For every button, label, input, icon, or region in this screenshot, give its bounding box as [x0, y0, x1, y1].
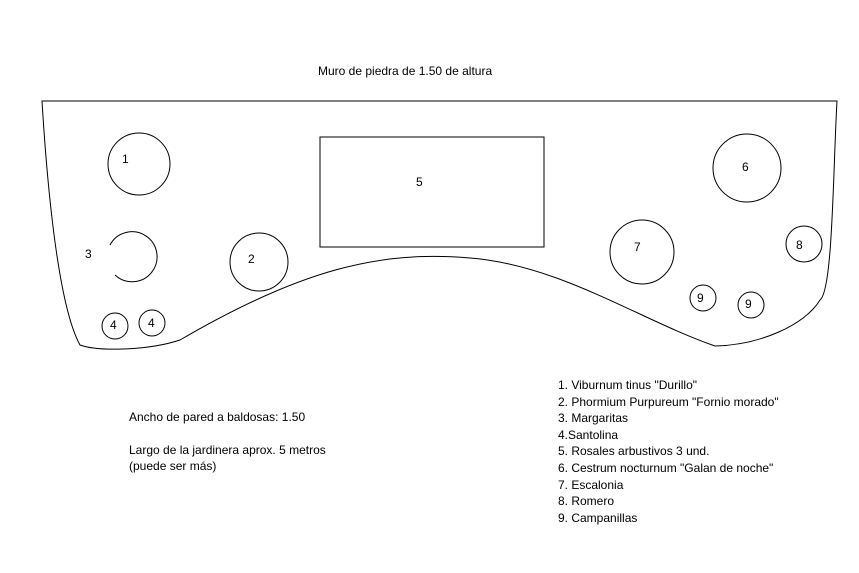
plant-label-6: 6	[742, 160, 749, 174]
legend-item: 6. Cestrum nocturnum "Galan de noche"	[558, 460, 774, 475]
plant-label-9a: 9	[697, 291, 704, 305]
legend-item: 9. Campanillas	[558, 510, 638, 525]
plant-label-5: 5	[416, 175, 423, 189]
length-note: Largo de la jardinera aprox. 5 metros	[129, 443, 326, 457]
plant-1-circle	[107, 132, 171, 196]
plant-4b-circle	[138, 309, 166, 337]
plant-6-circle	[712, 133, 782, 203]
planter-outline	[41, 100, 838, 350]
legend-item: 7. Escalonia	[558, 477, 624, 492]
length-note-extra: (puede ser más)	[129, 459, 217, 473]
plant-7-circle	[609, 219, 675, 285]
plant-label-4a: 4	[110, 318, 117, 332]
legend-item: 4.Santolina	[558, 427, 619, 442]
plant-3-circle	[109, 231, 158, 283]
legend-item: 5. Rosales arbustivos 3 und.	[558, 444, 710, 459]
plant-label-7: 7	[634, 240, 641, 254]
plant-9a-circle	[689, 284, 717, 312]
plant-5-rosales-bed	[319, 136, 545, 248]
plant-label-9b: 9	[745, 297, 752, 311]
legend-item: 8. Romero	[558, 494, 615, 509]
plant-label-4b: 4	[148, 316, 155, 330]
plant-label-3: 3	[85, 247, 92, 261]
plant-label-2: 2	[248, 252, 255, 266]
width-note: Ancho de pared a baldosas: 1.50	[129, 410, 306, 424]
legend-item: 3. Margaritas	[558, 411, 629, 426]
plant-legend: 1. Viburnum tinus "Durillo" 2. Phormium …	[558, 377, 779, 526]
plant-label-8: 8	[796, 238, 803, 252]
plant-2-circle	[229, 232, 289, 292]
legend-item: 2. Phormium Purpureum "Fornio morado"	[558, 394, 779, 409]
plant-8-circle	[785, 225, 823, 263]
diagram-title: Muro de piedra de 1.50 de altura	[318, 64, 493, 78]
legend-item: 1. Viburnum tinus "Durillo"	[558, 378, 698, 392]
plant-label-1: 1	[122, 152, 129, 166]
plant-4a-circle	[101, 312, 129, 340]
plant-9b-circle	[737, 291, 765, 319]
